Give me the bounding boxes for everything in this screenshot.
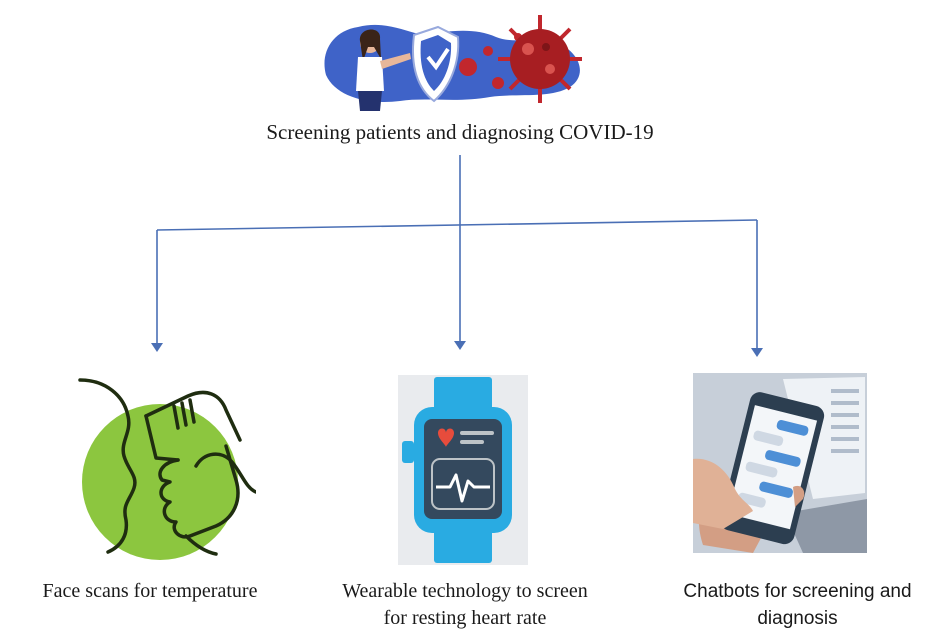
arrowhead-left [151, 343, 163, 352]
smartphone-chatbot-icon [693, 373, 867, 553]
diagram-title: Screening patients and diagnosing COVID-… [266, 120, 654, 144]
caption-wearable: Wearable technology to screen for restin… [300, 578, 630, 632]
virus-protection-icon [324, 15, 582, 111]
caption-line: for resting heart rate [383, 607, 547, 629]
connector-bar [156, 219, 758, 231]
thermometer-face-scan-icon [78, 378, 256, 560]
shield-icon [412, 25, 460, 103]
caption-line: Wearable technology to screen [342, 580, 588, 602]
woman-figure [356, 29, 411, 111]
arrowhead-right [751, 348, 763, 357]
caption-line: Chatbots for screening and [683, 581, 912, 602]
caption-line: diagnosis [757, 608, 838, 629]
smartwatch-heart-rate-icon [398, 375, 528, 565]
caption-chatbots: Chatbots for screening and diagnosis [660, 578, 935, 632]
caption-face-scan: Face scans for temperature [0, 578, 300, 605]
caption-line: Face scans for temperature [42, 580, 258, 602]
arrowhead-center [454, 341, 466, 350]
large-virus-icon [498, 15, 582, 103]
